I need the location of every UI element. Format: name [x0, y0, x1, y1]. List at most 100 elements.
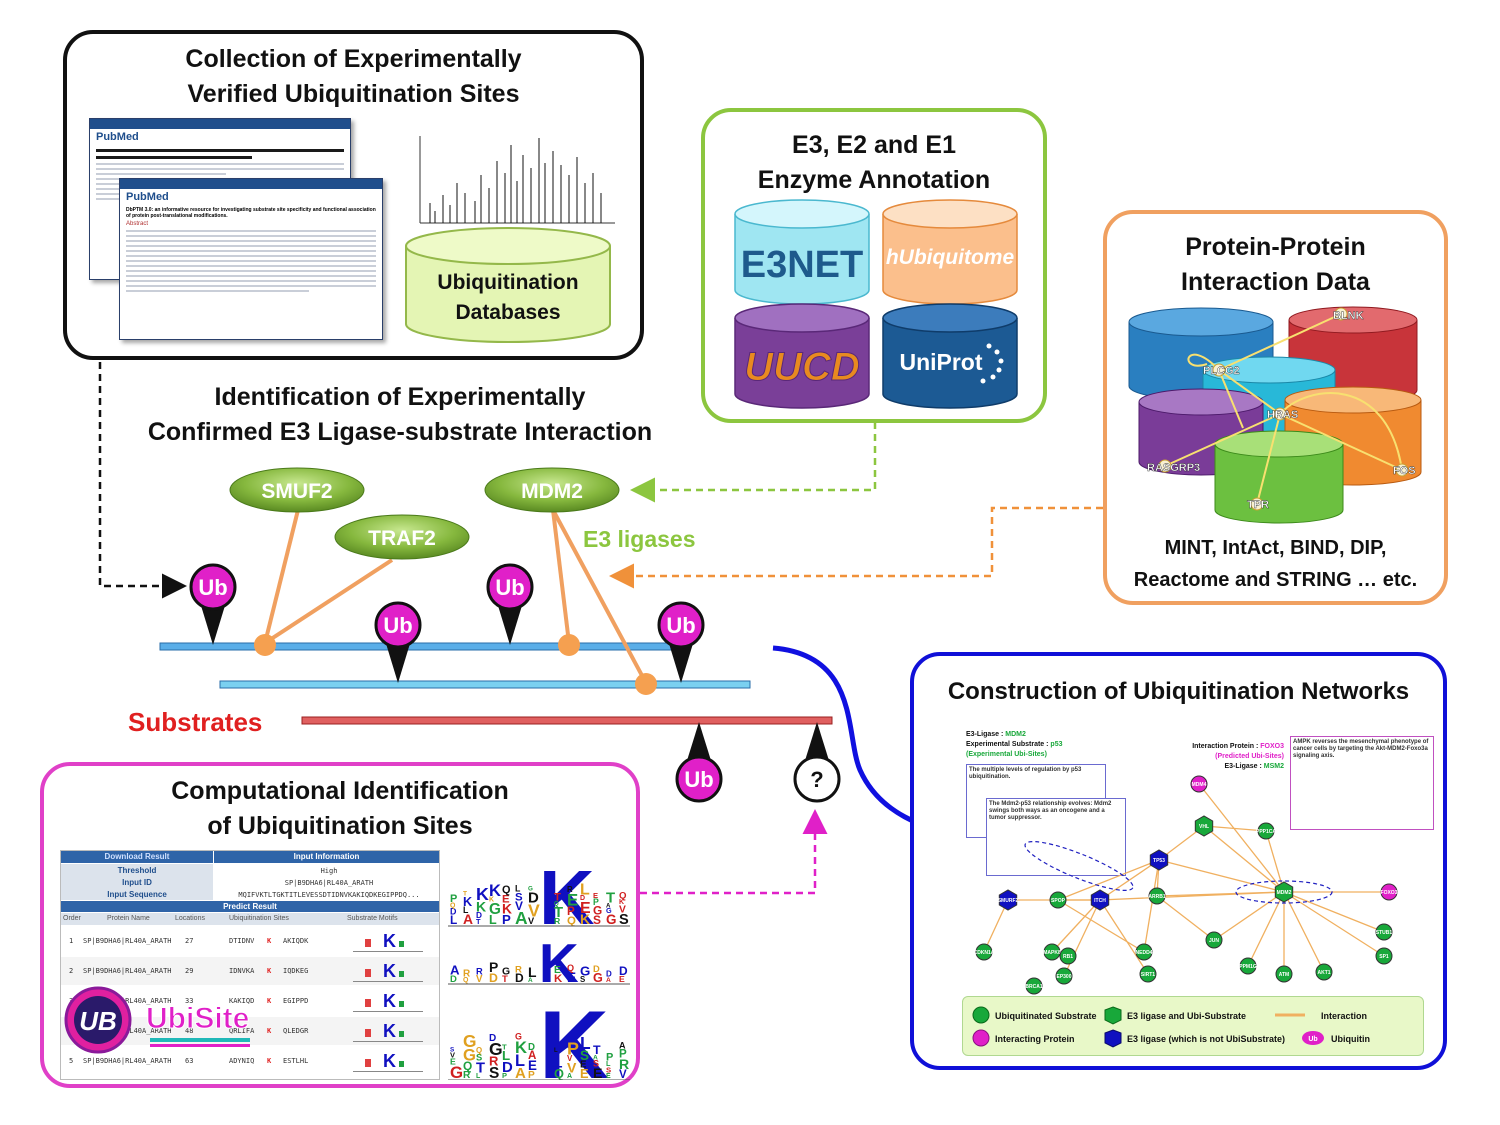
logo-letter: R: [463, 968, 470, 979]
input-information-header: Input Information: [214, 851, 439, 863]
network-node-label: JUN: [1209, 938, 1219, 944]
network-node: BRCA1: [1025, 977, 1043, 995]
logo-letter: K: [515, 1038, 527, 1057]
ub-pin-5: Ub: [675, 722, 723, 803]
ppi-sources-line1: MINT, IntAct, BIND, DIP,: [1164, 537, 1387, 559]
logo-letter: A: [515, 908, 528, 928]
logo-letter: D: [450, 906, 457, 916]
logo-k-letter: K: [539, 990, 609, 1080]
network-node: MAPK8: [1043, 943, 1061, 961]
enzyme-title-line2: Enzyme Annotation: [757, 166, 991, 194]
network-node-label: EP300: [1056, 974, 1071, 980]
pubmed-document-front: PubMed DbPTM 3.0: an informative resourc…: [119, 178, 383, 340]
logo-letter: E: [567, 970, 576, 985]
computational-title-line2: of Ubiquitination Sites: [207, 812, 473, 840]
substrate-line-3: [301, 716, 833, 725]
network-node: ARRB1: [1148, 887, 1166, 905]
result-order: 5: [69, 1057, 74, 1065]
network-edge: [1057, 899, 1145, 953]
result-protein-name: SP|B9DHA6|RL40A_ARATH: [83, 967, 172, 975]
logo-letter: S: [606, 1065, 611, 1074]
logo-letter: S: [489, 1065, 499, 1080]
ub-pin-3: Ub: [486, 563, 534, 645]
network-node: AKT1: [1315, 963, 1333, 981]
input-sequence-label: Input Sequence: [107, 890, 167, 899]
network-title: Construction of Ubiquitination Networks: [947, 678, 1410, 705]
computational-panel: Computational Identification of Ubiquiti…: [40, 762, 640, 1088]
legend-e3-not-substrate-icon: [1104, 1029, 1122, 1048]
network-edge: [1283, 891, 1385, 957]
network-edge: [1051, 899, 1101, 953]
network-node: SMURF2: [998, 889, 1018, 911]
logo-letter: S: [619, 912, 629, 928]
logo-letter: D: [528, 1042, 535, 1053]
logo-letter: A: [528, 1050, 537, 1062]
network-edge: [1156, 891, 1285, 897]
network-node-label: MAPK8: [1043, 950, 1061, 956]
ub-pin-label: Ub: [383, 613, 412, 638]
substrate-line-2: [219, 680, 751, 689]
result-site-right: ESTLHL: [283, 1057, 309, 1065]
network-header-right: Interaction Protein : FOXO3 (Predicted U…: [1144, 742, 1284, 772]
ubiquitination-database-cylinder: [405, 227, 611, 343]
logo-letter: T: [502, 974, 508, 985]
logo-letter: P: [606, 1051, 613, 1063]
logo-letter: R: [515, 964, 522, 975]
legend-ub-badge: Ub: [1308, 1036, 1317, 1043]
logo-letter: T: [463, 891, 467, 898]
result-site-k: K: [267, 937, 272, 945]
network-doc-2: The Mdm2-p53 relationship evolves: Mdm2 …: [986, 798, 1126, 876]
logo-letter: T: [476, 1060, 485, 1076]
logo-letter: L: [463, 905, 469, 915]
network-node: MDM2: [1274, 881, 1294, 903]
e3-ligase-value: MDM2: [1005, 731, 1026, 738]
computational-title-line1: Computational Identification: [171, 777, 509, 805]
hubiquitome-label: hUbiquitome: [886, 246, 1015, 269]
logo-letter: S: [580, 975, 585, 984]
logo-letter: A: [606, 977, 611, 984]
ligase-smuf2: SMUF2: [229, 467, 365, 513]
logo-letter: E: [502, 893, 510, 905]
logo-letter: G: [463, 1045, 476, 1064]
logo-letter: L: [502, 1048, 510, 1063]
document-heading: DbPTM 3.0: an informative resource for i…: [126, 207, 376, 219]
logo-letter: T: [554, 905, 563, 921]
e3-ligase-label: E3-Ligase :: [966, 731, 1006, 738]
logo-letter: K: [502, 900, 512, 916]
ubisite-logo-mark: UB: [79, 1006, 117, 1036]
exp-ubi-sites-label: (Experimental Ubi-Sites): [966, 751, 1047, 758]
result-site-left: DTIDNV: [229, 937, 255, 945]
download-result-link[interactable]: Download Result: [61, 851, 213, 863]
logo-letter: G: [580, 964, 590, 979]
logo-letter: G: [606, 906, 612, 915]
logo-letter: P: [567, 1039, 579, 1059]
result-location: 29: [185, 967, 194, 975]
network-doc-3: AMPK reverses the mesenchymal phenotype …: [1290, 736, 1434, 830]
logo-letter: P: [502, 912, 511, 927]
ub-pin-label: Ub: [495, 575, 524, 600]
result-site-left: IDNVKA: [229, 967, 255, 975]
network-edge: [1099, 859, 1160, 901]
logo-letter: L: [489, 913, 497, 927]
logo-letter: A: [593, 1055, 598, 1062]
network-node: PPM1G: [1239, 957, 1257, 975]
logo-letter: G: [528, 886, 533, 893]
network-node: MDM4: [1190, 775, 1208, 793]
network-node-label: ARRB1: [1148, 894, 1165, 900]
network-edge: [1143, 859, 1160, 953]
logo-letter: G: [489, 1039, 503, 1059]
logo-letter: P: [502, 1071, 507, 1080]
logo-letter: G: [593, 903, 602, 917]
result-order: 1: [69, 937, 74, 945]
logo-letter: D: [528, 890, 539, 907]
network-node-label: SPOP: [1051, 898, 1066, 904]
network-node: ITCH: [1090, 889, 1110, 911]
logo-letter: A: [567, 1073, 572, 1080]
network-edge: [1283, 891, 1385, 933]
ub-pin-2: Ub: [374, 601, 422, 683]
logo-letter: D: [489, 1033, 496, 1044]
logo-letter: L: [450, 913, 457, 927]
pubmed-logo: PubMed: [96, 131, 139, 143]
uniprot-dots-icon: [980, 343, 1004, 384]
logo-letter: A: [528, 977, 533, 984]
